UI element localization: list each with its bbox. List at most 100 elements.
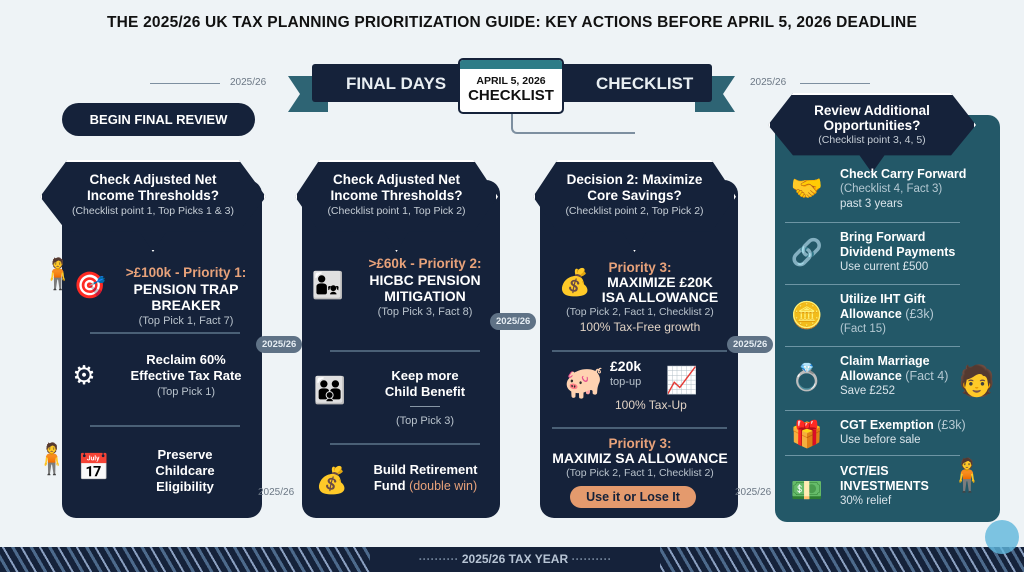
businessman-icon: 🧍: [39, 258, 77, 291]
item-child-benefit: Keep more Child Benefit (Top Pick 3): [355, 368, 495, 429]
help-bubble-icon[interactable]: [985, 520, 1019, 554]
header-subtitle: (Checklist point 2, Top Pick 2): [565, 205, 704, 217]
row-amount: (£3k): [901, 307, 934, 321]
divider: [330, 350, 480, 352]
item-isa: Priority 3: MAXIMIZE £20K ISA ALLOWANCE …: [548, 260, 732, 335]
row-note: Use current £500: [840, 261, 929, 273]
divider: [785, 455, 960, 456]
calendar-date: APRIL 5, 2026: [476, 75, 546, 87]
item-note: 100% Tax-Free growth: [579, 320, 701, 334]
divider: [410, 406, 440, 407]
row-amount: (£3k): [933, 418, 966, 432]
divider: [330, 443, 480, 445]
use-it-or-lose-it-button[interactable]: Use it or Lose It: [570, 486, 696, 508]
year-pill: 2025/26: [727, 336, 774, 353]
year-label: 2025/26: [230, 77, 267, 88]
row-title: VCT/EIS: [840, 464, 889, 478]
item-ref: (Top Pick 1, Fact 7): [138, 315, 234, 327]
gift-icon: 🎁: [790, 419, 824, 449]
item-ref: (Top Pick 2, Fact 1, Checklist 2): [566, 306, 714, 318]
header-subtitle: (Checklist point 3, 4, 5): [818, 134, 926, 146]
share-nodes-icon: 🔗: [790, 237, 824, 267]
family-pound-icon: 👨‍👧: [311, 270, 345, 300]
row-title: Allowance: [840, 369, 902, 383]
header-title: Income Thresholds?: [86, 188, 220, 203]
row-ref: (Checklist 4, Fact 3): [840, 183, 943, 195]
item-title: Fund: [373, 478, 406, 493]
header-subtitle: (Checklist point 1, Top Picks 1 & 3): [71, 205, 235, 217]
item-title: ISA ALLOWANCE: [601, 289, 719, 305]
item-ref: (Top Pick 3): [395, 415, 455, 427]
item-priority: Priority 3:: [608, 260, 672, 275]
item-retirement-fund: Build Retirement Fund (double win): [358, 462, 493, 494]
item-title: MAXIMIZE £20K: [607, 274, 713, 290]
person-question-icon: 🧍: [947, 457, 987, 493]
item-title: HICBC PENSION: [369, 272, 481, 288]
row-cgt: CGT Exemption (£3k) Use before sale: [840, 418, 966, 448]
row-carry-forward: Check Carry Forward (Checklist 4, Fact 3…: [840, 167, 966, 212]
year-label: 2025/26: [258, 487, 295, 498]
cash-stack-icon: 💵: [790, 475, 824, 505]
column-additional-opportunities: [775, 115, 1000, 522]
item-childcare: Preserve Childcare Eligibility: [115, 447, 255, 495]
footer-label: ·········· 2025/26 TAX YEAR ··········: [370, 547, 660, 572]
item-title: PENSION TRAP: [133, 281, 239, 297]
row-title: Claim Marriage: [840, 354, 930, 368]
divider: [90, 332, 240, 334]
row-title: CGT Exemption: [840, 418, 934, 432]
header-subtitle: (Checklist point 1, Top Pick 2): [327, 205, 466, 217]
divider: [800, 83, 870, 84]
coins-icon: 🪙: [790, 300, 824, 330]
footer-text: 2025/26 TAX YEAR: [461, 552, 569, 566]
item-ref: (Top Pick 2, Fact 1, Checklist 2): [566, 467, 714, 479]
person-icon: 🧍: [33, 443, 71, 476]
connector: [511, 114, 635, 134]
row-note: 30% relief: [840, 495, 892, 507]
item-topup: £20k top-up: [610, 358, 670, 390]
item-title: MITIGATION: [384, 288, 466, 304]
item-title: Child Benefit: [384, 384, 466, 399]
calendar-header: [460, 60, 562, 69]
header-title: Check Adjusted Net: [332, 172, 461, 187]
item-hicbc: >£60k - Priority 2: HICBC PENSION MITIGA…: [355, 256, 495, 320]
row-ref: (Fact 4): [901, 369, 949, 383]
target-icon: 🎯: [73, 270, 107, 300]
divider: [785, 222, 960, 223]
header-title: Core Savings?: [587, 188, 682, 203]
row-iht-gift: Utilize IHT Gift Allowance (£3k) (Fact 1…: [840, 292, 934, 337]
item-note: top-up: [610, 376, 642, 388]
row-title: Check Carry Forward: [840, 167, 967, 181]
person-with-tablet-icon: 🧑: [958, 365, 996, 398]
money-pot-icon: 💰: [315, 465, 349, 495]
row-ref: (Fact 15): [840, 323, 887, 335]
item-title: BREAKER: [151, 297, 221, 313]
row-title: Utilize IHT Gift: [840, 292, 926, 306]
item-priority: Priority 3:: [608, 436, 672, 451]
row-marriage-allowance: Claim Marriage Allowance (Fact 4) Save £…: [840, 354, 948, 399]
item-ref: (Top Pick 3, Fact 8): [377, 306, 473, 318]
begin-final-review-button[interactable]: BEGIN FINAL REVIEW: [62, 103, 255, 136]
row-vct-eis: VCT/EIS INVESTMENTS 30% relief: [840, 464, 929, 509]
item-priority: >£100k - Priority 1:: [125, 265, 247, 280]
header-title: Decision 2: Maximize: [566, 172, 703, 187]
handshake-icon: 🤝: [790, 173, 824, 203]
row-title: Allowance: [840, 307, 902, 321]
divider: [785, 346, 960, 347]
row-note: Save £252: [840, 385, 895, 397]
item-sa: Priority 3: MAXIMIZ SA ALLOWANCE (Top Pi…: [545, 436, 735, 481]
money-bag-icon: 💰: [558, 267, 592, 297]
row-title: Dividend Payments: [840, 245, 956, 259]
piggy-bank-icon: 🐖: [564, 364, 604, 400]
banner-right-text: CHECKLIST: [596, 74, 694, 93]
divider: [150, 83, 220, 84]
item-reclaim-60: Reclaim 60% Effective Tax Rate (Top Pick…: [110, 352, 262, 400]
row-title: Bring Forward: [840, 230, 926, 244]
year-label: 2025/26: [750, 77, 787, 88]
row-note: Use before sale: [840, 434, 921, 446]
item-priority: >£60k - Priority 2:: [368, 256, 482, 271]
family-icon: 👪: [313, 375, 347, 405]
year-pill: 2025/26: [256, 336, 303, 353]
page-title: THE 2025/26 UK TAX PLANNING PRIORITIZATI…: [107, 14, 917, 31]
item-ref: (Top Pick 1): [156, 386, 216, 398]
divider: [90, 425, 240, 427]
